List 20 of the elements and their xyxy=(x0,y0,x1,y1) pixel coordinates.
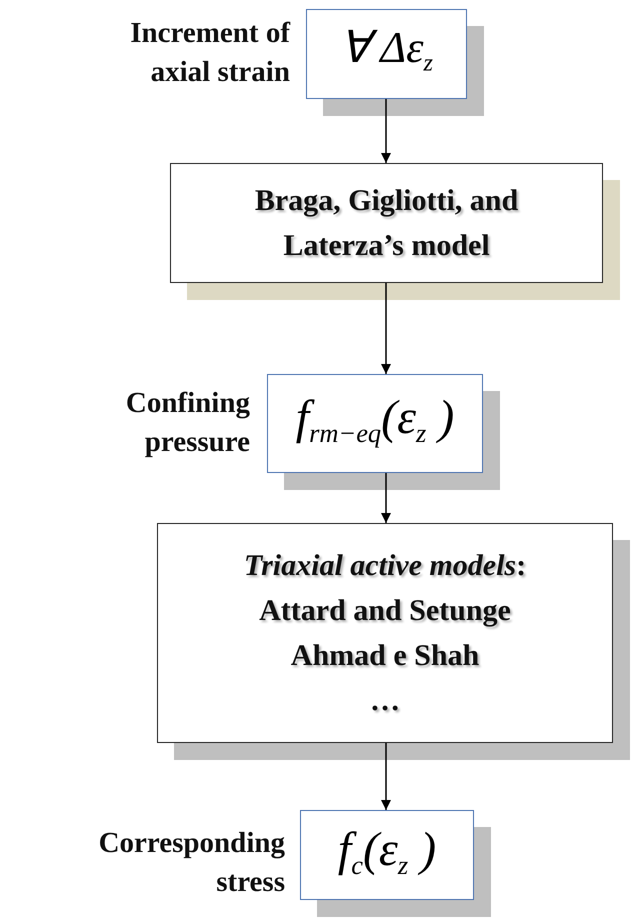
formula: ∀ Δε$_{z}$ xyxy=(340,22,433,79)
box-text: … xyxy=(370,683,400,719)
arrow xyxy=(381,283,391,374)
box-text: Ahmad e Shah xyxy=(290,638,480,674)
formula: f$_{c}$(ε$_{z}$ ) xyxy=(338,822,436,882)
arrow xyxy=(381,473,391,523)
box-heading: Triaxial active models: xyxy=(244,548,526,584)
node-caption: Corresponding stress xyxy=(98,826,285,900)
arrow xyxy=(381,99,391,163)
formula-box xyxy=(306,9,467,99)
box-text: Attard and Setunge xyxy=(259,593,511,629)
node-caption: Increment of axial strain xyxy=(129,16,290,90)
formula: f$_{rm−eq}$(ε$_{z}$ ) xyxy=(296,390,454,450)
process-box xyxy=(170,163,603,283)
arrow xyxy=(381,743,391,810)
process-box xyxy=(157,523,613,743)
formula-box xyxy=(267,374,483,473)
box-text: Braga, Gigliotti, and Laterza’s model xyxy=(254,183,520,264)
node-caption: Confining pressure xyxy=(124,386,250,460)
formula-box xyxy=(300,810,474,900)
